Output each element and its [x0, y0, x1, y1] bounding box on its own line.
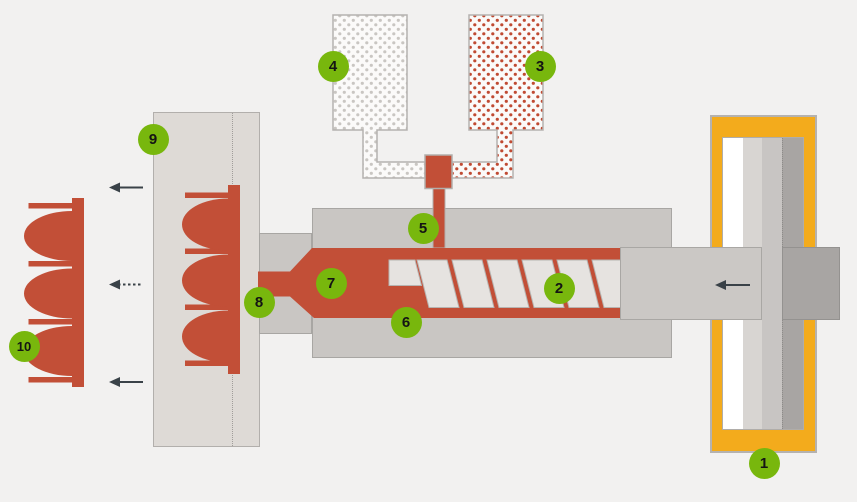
marker-3: 3 — [524, 50, 556, 82]
marker-2-label: 2 — [554, 279, 564, 297]
marker-6-label: 6 — [401, 313, 411, 331]
molded-parts-in-mold — [182, 185, 240, 374]
marker-9-label: 9 — [148, 130, 158, 148]
screw-flight — [416, 259, 460, 308]
marker-8-label: 8 — [254, 293, 264, 311]
marker-9: 9 — [137, 123, 169, 155]
marker-10-label: 10 — [16, 338, 32, 354]
cylinder-strip-mid — [762, 138, 782, 429]
marker-1: 1 — [748, 447, 780, 479]
injection-arrow — [715, 280, 750, 290]
marker-4-label: 4 — [328, 57, 338, 75]
marker-6: 6 — [390, 306, 422, 338]
screw-flight — [591, 259, 620, 308]
ejected-molded-parts — [24, 198, 84, 387]
marker-3-label: 3 — [535, 57, 545, 75]
arrow-left-icon — [715, 280, 726, 290]
marker-7: 7 — [315, 267, 347, 299]
marker-7-label: 7 — [326, 274, 336, 292]
marker-10: 10 — [8, 330, 40, 362]
arrow-left-icon — [109, 279, 120, 290]
marker-8: 8 — [243, 286, 275, 318]
screw-flight — [486, 259, 530, 308]
screw-flight — [451, 259, 495, 308]
hopper-additive-gray — [332, 14, 426, 179]
hopper-granulate-red — [451, 14, 544, 179]
marker-4: 4 — [317, 50, 349, 82]
ejection-arrows — [109, 182, 143, 387]
piston-block — [782, 247, 840, 320]
screw-flight-partial — [388, 259, 423, 286]
marker-2: 2 — [543, 272, 575, 304]
arrow-left-icon — [109, 182, 120, 193]
marker-5: 5 — [407, 212, 439, 244]
arrow-left-icon — [109, 377, 120, 387]
screw-drive-rod — [620, 247, 762, 320]
marker-5-label: 5 — [418, 219, 428, 237]
marker-1-label: 1 — [759, 454, 769, 472]
feed-block — [424, 154, 453, 190]
